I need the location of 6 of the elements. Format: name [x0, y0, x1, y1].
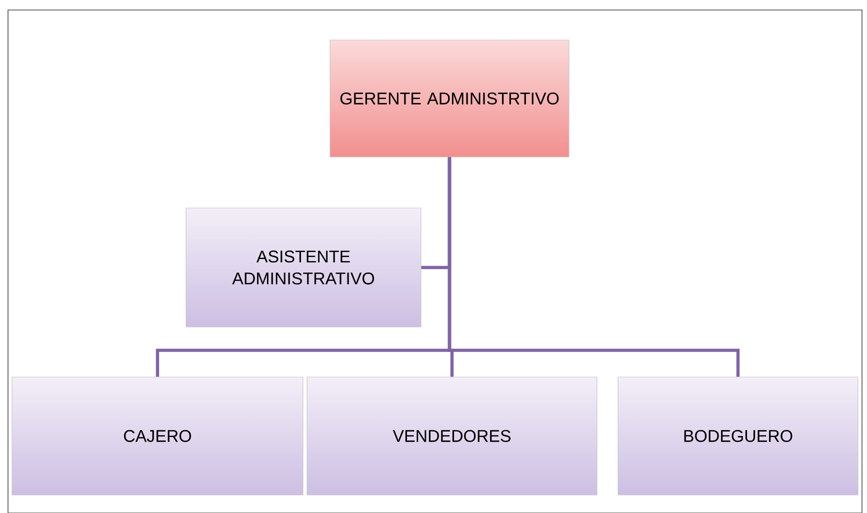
org-box: BODEGUERO — [618, 376, 858, 496]
org-box: CAJERO — [12, 376, 304, 496]
org-box: GERENTE ADMINISTRTIVO — [330, 40, 570, 158]
org-box: ASISTENTE ADMINISTRATIVO — [186, 208, 422, 328]
org-box: VENDEDORES — [306, 376, 598, 496]
connector-line — [448, 157, 740, 377]
